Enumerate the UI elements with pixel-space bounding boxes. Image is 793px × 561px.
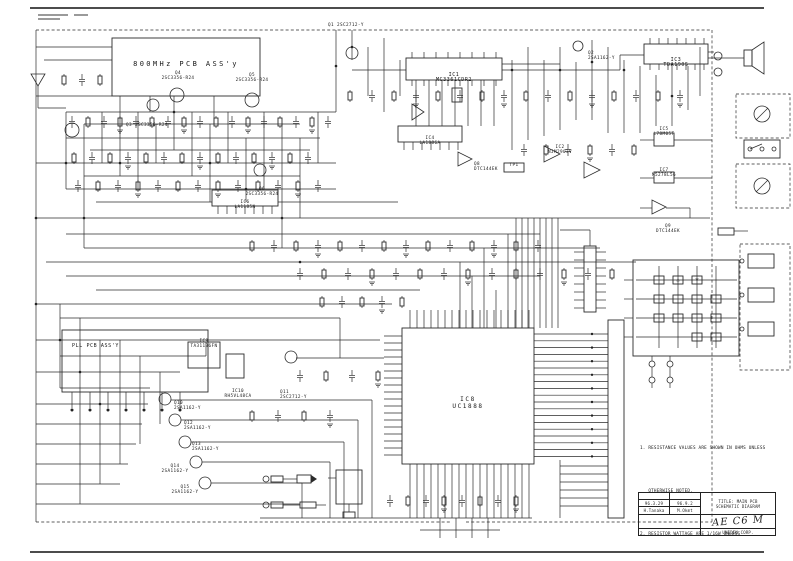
- illegible-microtext: [38, 18, 60, 20]
- testpoint-tp1-label: TP1: [509, 163, 519, 168]
- title-block-cell: [670, 493, 701, 500]
- title-block-date-rev: 96.9.2: [670, 500, 701, 507]
- schematic-notes: 1. RESISTANCE VALUES ARE SHOWN IN OHMS U…: [640, 445, 766, 537]
- rf-assembly-label: 800MHz PCB ASS'y: [133, 60, 239, 68]
- illegible-microtext: [38, 14, 68, 16]
- title-block-signature: AE C6 M: [701, 515, 775, 529]
- title-block-title: TITLE: MAIN PCB SCHEMATIC DIAGRAM: [701, 493, 775, 515]
- transistor-label-q1: Q1 2SC2712-Y: [328, 23, 364, 28]
- pll-assembly-label: PLL PCB ASS'Y: [72, 343, 119, 349]
- title-block-cell: [639, 515, 701, 529]
- title-block-name-check: M.Okmt: [670, 507, 701, 515]
- title-block-company: UNIDEN CORP.: [722, 529, 754, 535]
- keypad-down-key: ▽: [695, 277, 699, 283]
- keypad-up-key: △: [676, 277, 680, 283]
- illegible-microtext: [74, 14, 88, 16]
- title-block-cell: [639, 493, 670, 500]
- transistor-label-q3: Q3 2SC3356-R24: [126, 123, 168, 128]
- title-block-date-design: 96.3.29: [639, 500, 670, 507]
- title-block-name-design: H.Tanaka: [639, 507, 670, 515]
- title-block: 96.3.29 96.9.2 H.Tanaka M.Okmt TITLE: MA…: [638, 492, 776, 536]
- title-block-cell: [639, 529, 701, 535]
